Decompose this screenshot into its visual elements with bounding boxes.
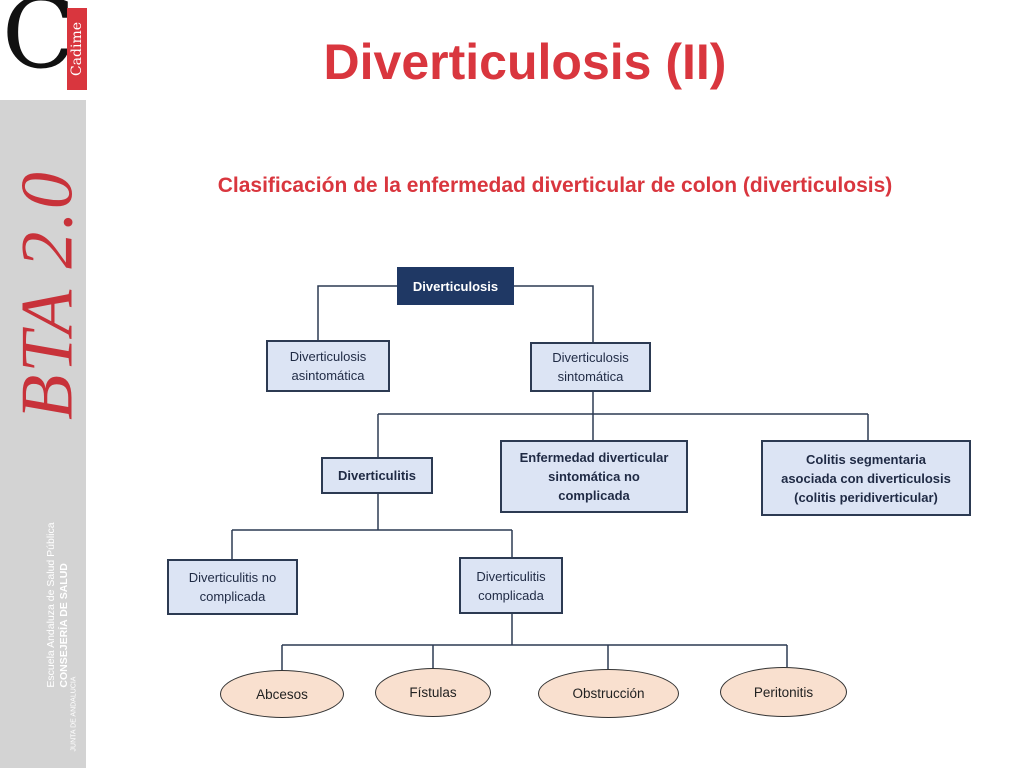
oval-abcesos: Abcesos bbox=[220, 670, 344, 718]
oval-obstruccion: Obstrucción bbox=[538, 669, 679, 718]
cadime-logo-bar: Cadime bbox=[67, 8, 87, 90]
slide-subtitle: Clasificación de la enfermedad diverticu… bbox=[217, 174, 893, 197]
oval-peritonitis: Peritonitis bbox=[720, 667, 847, 717]
node-diverticulitis-complicada: Diverticulitis complicada bbox=[459, 557, 563, 614]
oval-fistulas: Fístulas bbox=[375, 668, 491, 717]
node-diverticulosis-asintomatica: Diverticulosis asintomática bbox=[266, 340, 390, 392]
node-colitis-segmentaria: Colitis segmentaria asociada con diverti… bbox=[761, 440, 971, 516]
node-diverticulosis: Diverticulosis bbox=[397, 267, 514, 305]
connector-root-left bbox=[317, 285, 397, 340]
node-diverticulitis: Diverticulitis bbox=[321, 457, 433, 494]
sidebar bbox=[0, 100, 86, 768]
connector-root-right bbox=[514, 285, 594, 342]
node-enfermedad-sintomatica-no-complicada: Enfermedad diverticular sintomática no c… bbox=[500, 440, 688, 513]
node-diverticulitis-no-complicada: Diverticulitis no complicada bbox=[167, 559, 298, 615]
node-diverticulosis-sintomatica: Diverticulosis sintomática bbox=[530, 342, 651, 392]
slide-title: Diverticulosis (II) bbox=[323, 34, 727, 90]
cadime-logo-letter: C bbox=[2, 0, 76, 90]
